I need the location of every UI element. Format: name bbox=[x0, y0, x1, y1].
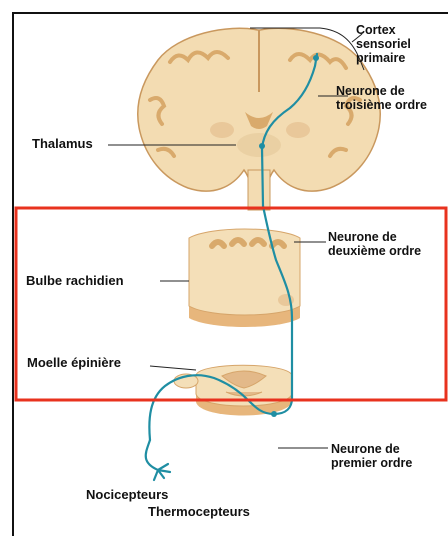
thalamus-region bbox=[237, 133, 281, 157]
label-second-order-neuron: Neurone de deuxième ordre bbox=[328, 230, 421, 258]
label-third-order-neuron: Neurone de troisième ordre bbox=[336, 84, 427, 112]
label-first-neuron-line1: Neurone de bbox=[331, 442, 412, 456]
basal-nuclei-left bbox=[210, 122, 234, 138]
brainstem bbox=[248, 170, 270, 210]
synapse-spinal bbox=[271, 411, 277, 417]
synapse-thalamus bbox=[259, 143, 265, 149]
synapse-cortex bbox=[313, 55, 319, 61]
label-cortex-line3: primaire bbox=[356, 51, 411, 65]
brain-section bbox=[138, 28, 381, 210]
first-order-branch bbox=[146, 440, 170, 480]
label-first-order-neuron: Neurone de premier ordre bbox=[331, 442, 412, 470]
label-medulla: Bulbe rachidien bbox=[26, 274, 124, 288]
label-second-neuron-line1: Neurone de bbox=[328, 230, 421, 244]
label-first-neuron-line2: premier ordre bbox=[331, 456, 412, 470]
label-thermoceptors: Thermocepteurs bbox=[148, 505, 250, 519]
label-third-neuron-line1: Neurone de bbox=[336, 84, 427, 98]
label-spinal-cord: Moelle épinière bbox=[27, 356, 121, 370]
label-second-neuron-line2: deuxième ordre bbox=[328, 244, 421, 258]
label-nociceptors: Nocicepteurs bbox=[86, 488, 168, 502]
label-cortex: Cortex sensoriel primaire bbox=[356, 23, 411, 65]
basal-nuclei-right bbox=[286, 122, 310, 138]
label-third-neuron-line2: troisième ordre bbox=[336, 98, 427, 112]
leader-spinal-cord bbox=[150, 366, 196, 370]
label-cortex-line2: sensoriel bbox=[356, 37, 411, 51]
label-cortex-line1: Cortex bbox=[356, 23, 411, 37]
label-thalamus: Thalamus bbox=[32, 137, 93, 151]
spinal-cord-section bbox=[174, 365, 292, 415]
